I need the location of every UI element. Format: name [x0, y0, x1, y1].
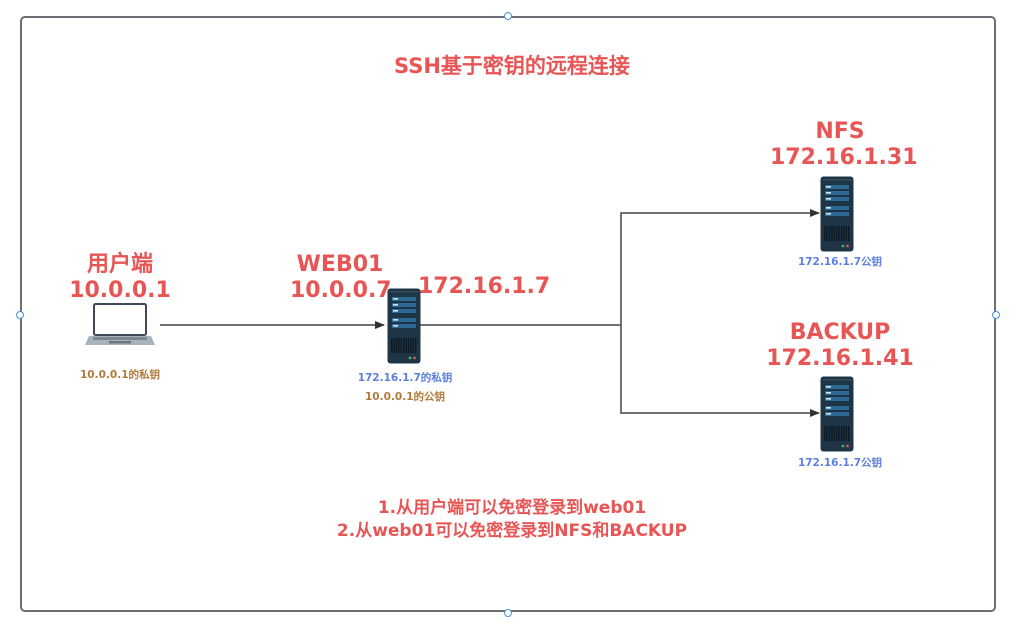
diagram-title: SSH基于密钥的远程连接: [394, 54, 630, 78]
web01-ip-internal: 172.16.1.7: [418, 274, 551, 299]
web01-key-private: 172.16.1.7的私钥: [357, 372, 453, 384]
note-1: 1.从用户端可以免密登录到web01: [377, 498, 647, 518]
client-ip: 10.0.0.1: [69, 278, 171, 303]
web01-key-public: 10.0.0.1的公钥: [365, 391, 445, 403]
server-icon[interactable]: [820, 176, 854, 252]
note-2: 2.从web01可以免密登录到NFS和BACKUP: [336, 521, 688, 541]
server-icon[interactable]: [387, 288, 421, 364]
backup-key-public: 172.16.1.7公钥: [797, 457, 883, 469]
client-name: 用户端: [86, 252, 153, 277]
resize-handle-left[interactable]: [16, 311, 24, 319]
resize-handle-right[interactable]: [992, 311, 1000, 319]
server-icon[interactable]: [820, 376, 854, 452]
nfs-key-public: 172.16.1.7公钥: [797, 256, 883, 268]
edge-web01-nfs[interactable]: [620, 209, 820, 325]
edge-web01-backup[interactable]: [620, 325, 820, 417]
client-key-private: 10.0.0.1的私钥: [80, 369, 160, 381]
nfs-name: NFS: [815, 119, 865, 144]
laptop-icon[interactable]: [85, 303, 155, 347]
web01-name: WEB01: [296, 252, 384, 277]
backup-ip: 172.16.1.41: [766, 346, 914, 371]
backup-name: BACKUP: [789, 320, 891, 345]
nfs-ip: 172.16.1.31: [770, 145, 918, 170]
resize-handle-top[interactable]: [504, 12, 512, 20]
web01-ip: 10.0.0.7: [290, 278, 392, 303]
resize-handle-bottom[interactable]: [504, 609, 512, 617]
